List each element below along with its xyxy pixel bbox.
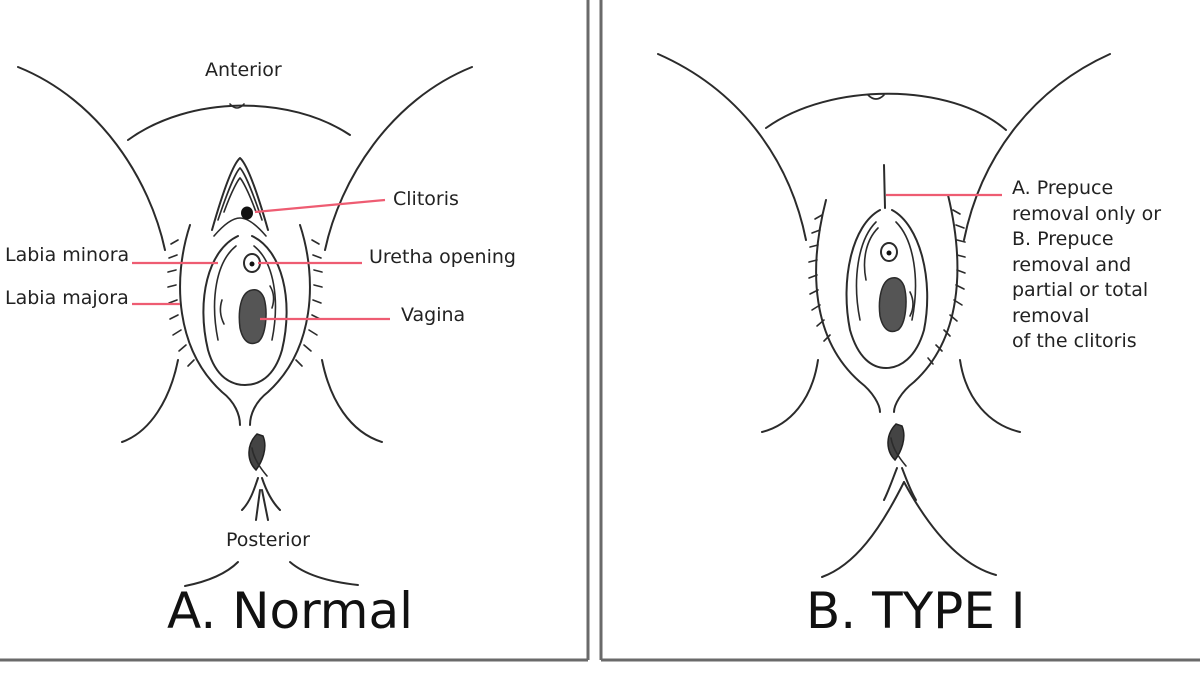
label-anterior: Anterior [205, 59, 282, 81]
note-line-6: removal [1012, 304, 1090, 327]
panel-a-leader-lines [132, 198, 390, 321]
note-line-7: of the clitoris [1012, 330, 1137, 352]
label-clitoris: Clitoris [393, 188, 459, 210]
label-vagina: Vagina [401, 304, 466, 326]
note-line-2: removal only or [1012, 202, 1162, 225]
label-labia-majora: Labia majora [5, 287, 129, 309]
panel-b-note: A. Prepuce removal only or B. Prepuce re… [1012, 176, 1161, 355]
label-posterior: Posterior [226, 529, 310, 551]
leader-clitoris [254, 198, 386, 214]
label-labia-minora: Labia minora [5, 244, 130, 266]
panel-a-illustration [17, 66, 473, 587]
panel-b-illustration [657, 53, 1111, 578]
note-line-1: A. Prepuce [1012, 177, 1114, 199]
panel-b-caption: B. TYPE I [806, 582, 1026, 640]
note-line-3: B. Prepuce [1012, 228, 1114, 250]
label-urethra-opening: Uretha opening [369, 246, 516, 268]
note-line-5: partial or total [1012, 279, 1149, 301]
panel-a-caption: A. Normal [167, 582, 414, 640]
note-line-4: removal and [1012, 253, 1132, 276]
